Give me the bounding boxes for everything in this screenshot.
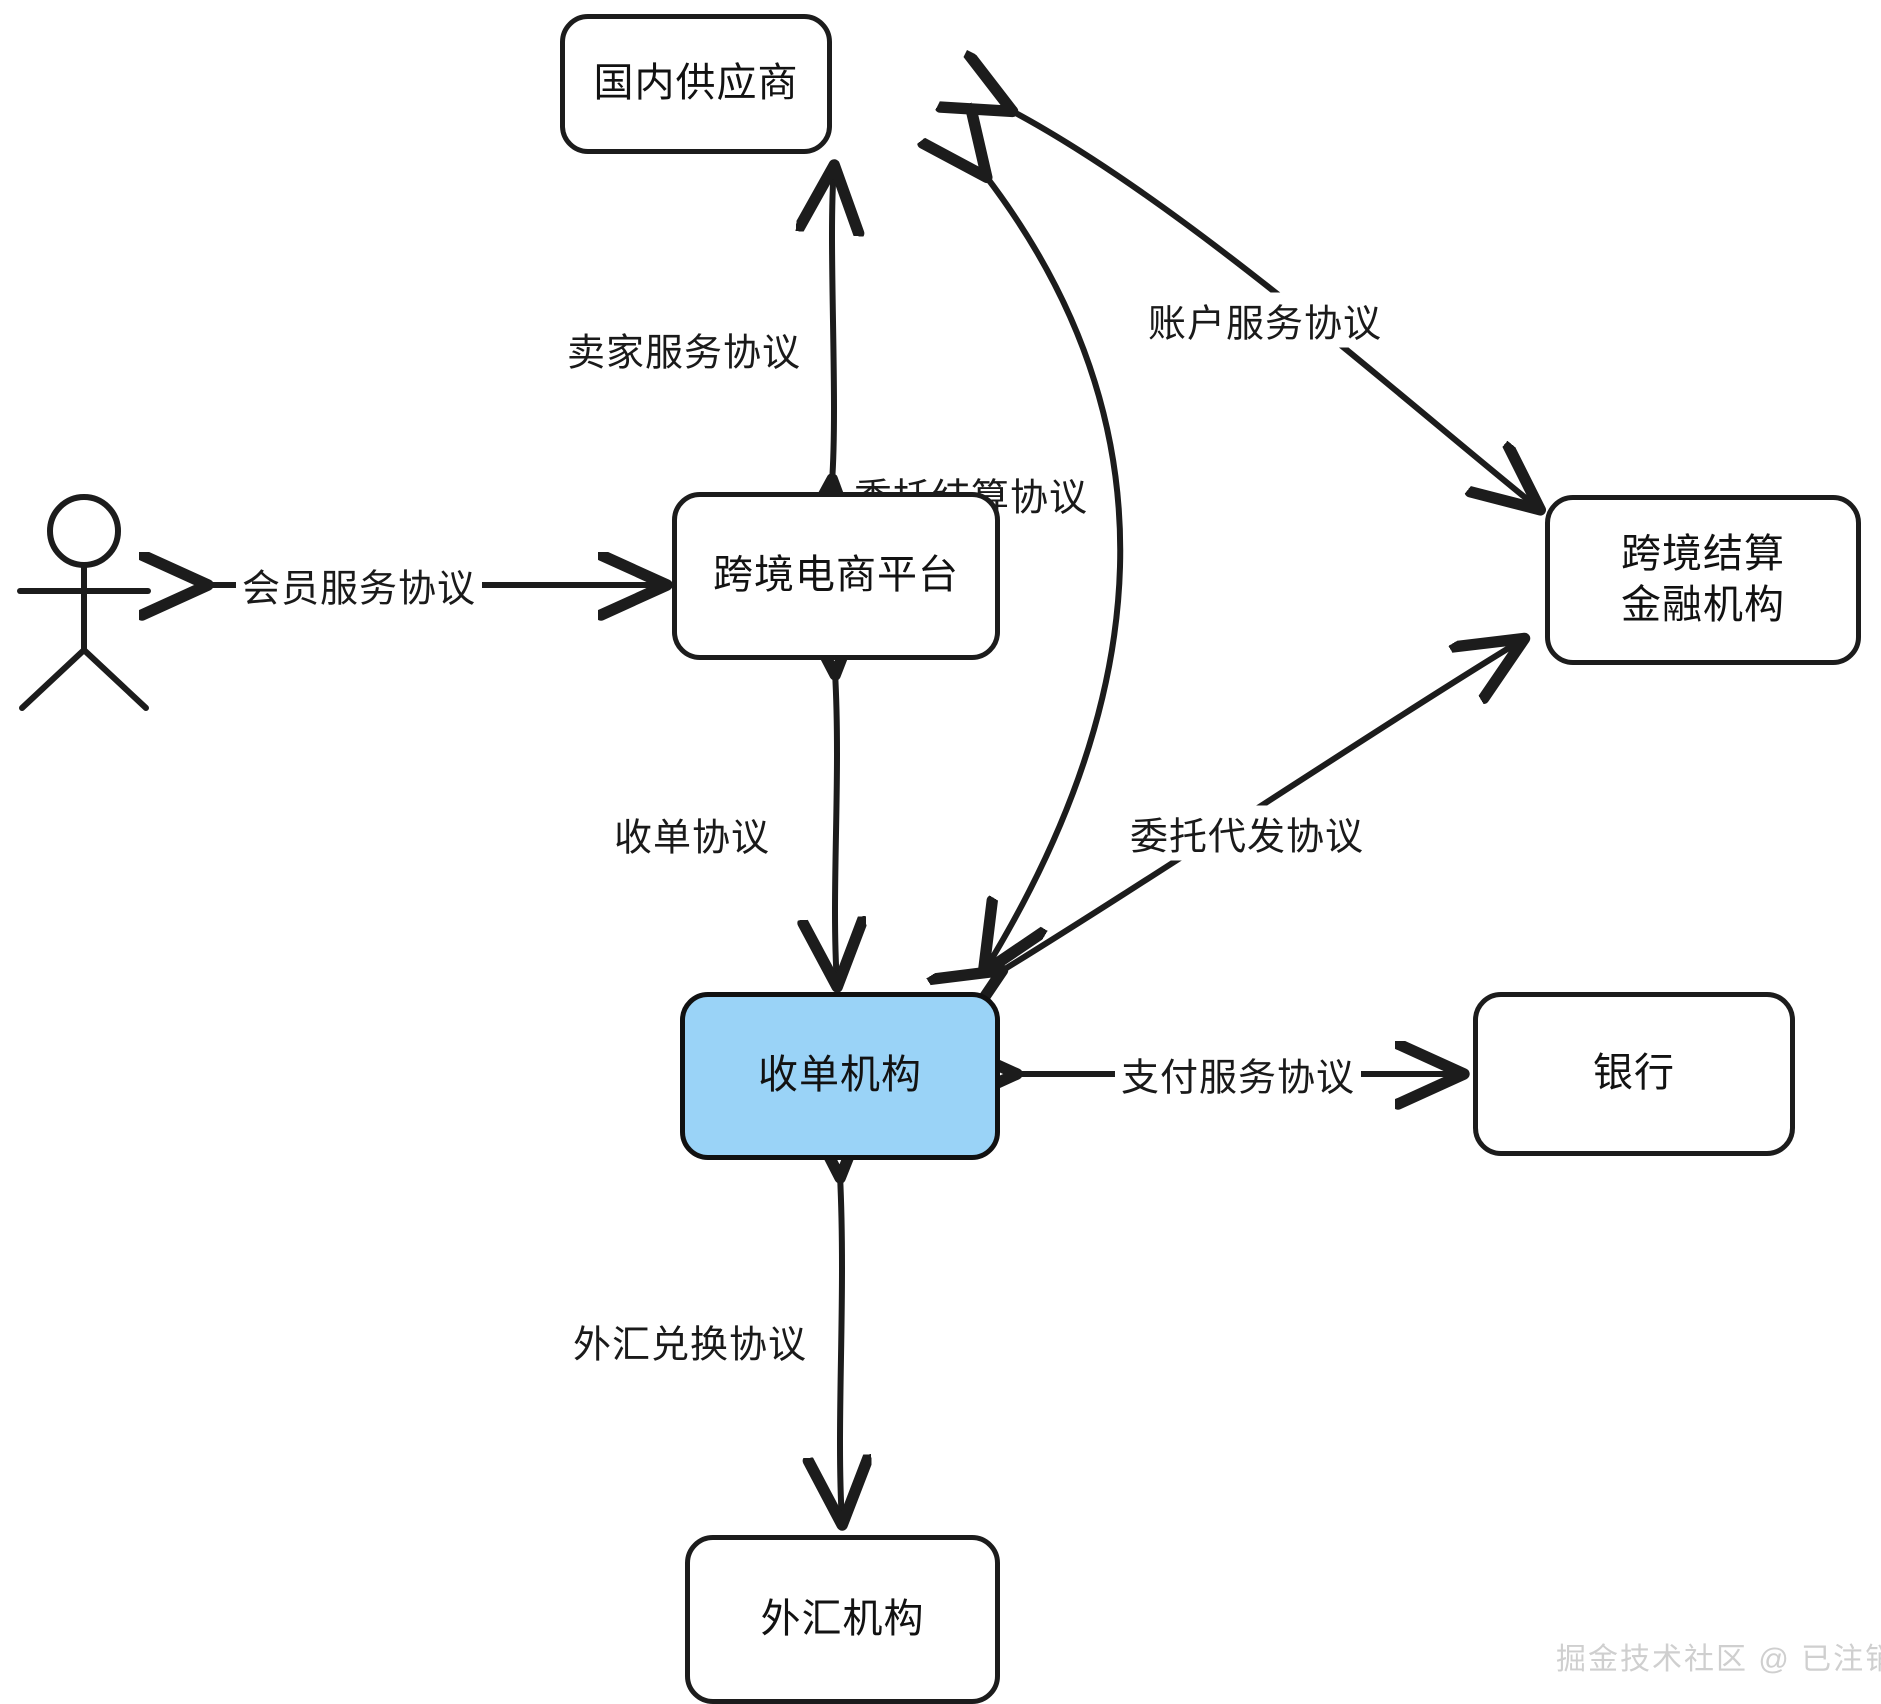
node-acquiring-institution[interactable]: 收单机构: [680, 992, 1000, 1160]
node-cross-border-ecommerce-platform[interactable]: 跨境电商平台: [672, 492, 1000, 660]
edge-acquiring-agreement: [835, 672, 837, 984]
edge-label-account-service-agreement: 账户服务协议: [1141, 292, 1389, 348]
node-foreign-exchange-institution[interactable]: 外汇机构: [685, 1535, 1000, 1704]
node-label-cross-border-ecommerce-platform: 跨境电商平台: [713, 553, 959, 598]
node-label-domestic-supplier: 国内供应商: [593, 61, 799, 106]
node-cross-border-settlement-institution[interactable]: 跨境结算 金融机构: [1545, 495, 1861, 665]
edge-label-payment-service-agreement: 支付服务协议: [1114, 1046, 1362, 1102]
node-label-cross-border-settlement-line1: 跨境结算: [1621, 531, 1785, 576]
edge-label-seller-service-agreement: 卖家服务协议: [560, 321, 808, 377]
edge-entrusted-disbursement-agreement: [1000, 640, 1522, 972]
node-label-bank: 银行: [1593, 1051, 1675, 1096]
node-label-cross-border-settlement-line2: 金融机构: [1621, 583, 1785, 627]
watermark-text: 掘金技术社区 @ 已注销: [1556, 1643, 1881, 1676]
node-label-acquiring-institution: 收单机构: [758, 1053, 922, 1098]
edge-label-member-service-agreement: 会员服务协议: [235, 557, 483, 613]
node-domestic-supplier[interactable]: 国内供应商: [560, 14, 832, 154]
edge-entrusted-settlement-agreement: [985, 175, 1124, 970]
edge-label-acquiring-agreement: 收单协议: [607, 806, 777, 862]
edge-label-entrusted-disbursement-agreement: 委托代发协议: [1123, 805, 1371, 861]
actor-stick-figure: [17, 494, 151, 711]
edge-seller-service-agreement: [832, 168, 834, 482]
node-bank[interactable]: 银行: [1473, 992, 1795, 1156]
edge-label-foreign-exchange-agreement: 外汇兑换协议: [566, 1313, 814, 1369]
node-label-foreign-exchange-institution: 外汇机构: [760, 1596, 925, 1641]
edge-foreign-exchange-agreement: [840, 1175, 842, 1522]
